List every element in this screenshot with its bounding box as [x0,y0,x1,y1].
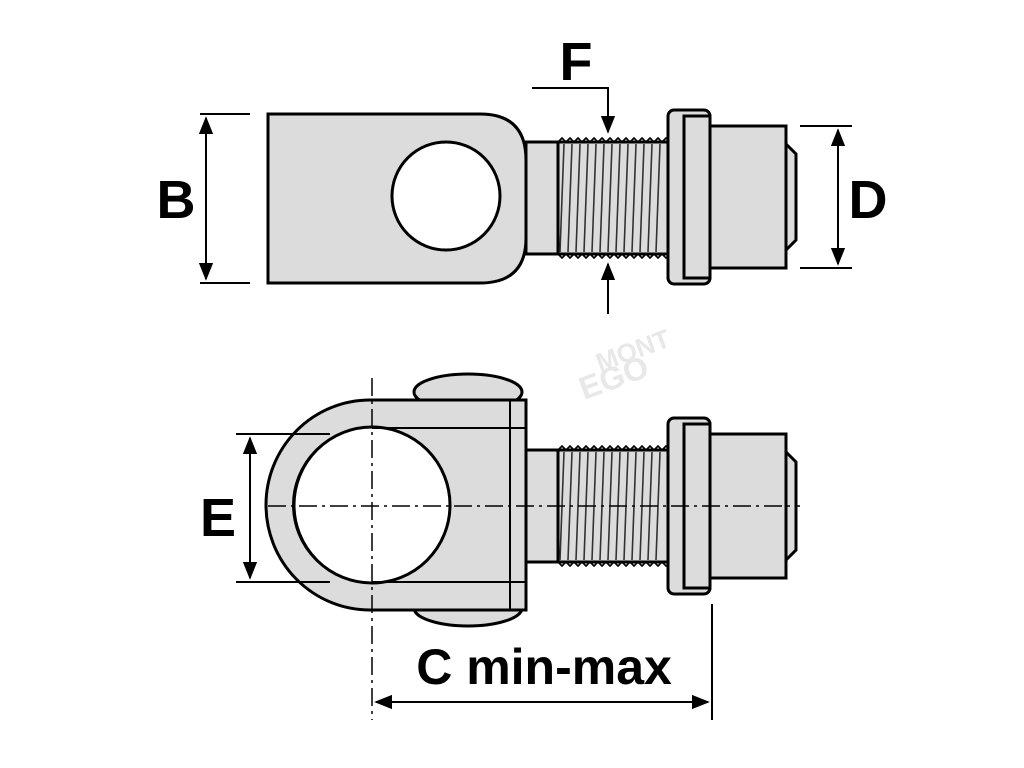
label-f: F [560,32,593,92]
thread-crest-bottom [557,560,671,568]
thread-line [623,143,629,253]
thread-line [655,143,661,253]
label-d: D [849,170,888,230]
top-neck [524,140,560,256]
top-thread-lines [557,136,671,260]
thread-line [575,143,581,253]
label-b: B [157,170,196,230]
thread-crest-bottom [557,252,671,260]
thread-line [567,143,573,253]
thread-line [607,143,613,253]
top-eye-hole [390,140,502,252]
thread-line [639,143,645,253]
thread-line [615,143,621,253]
top-nut-face [682,114,712,280]
label-c: C min-max [416,639,672,695]
thread-line [559,143,565,253]
bottom-bolt-tip [784,448,798,564]
top-bolt-tip [784,140,798,254]
label-e: E [200,488,236,548]
dim-f-arrow-top [532,87,616,134]
thread-line [599,143,605,253]
thread-line [647,143,653,253]
thread-crest-top [557,444,671,452]
top-nut-body [708,124,788,270]
top-view: B D F [157,32,888,314]
thread-line [583,143,589,253]
thread-line [591,143,597,253]
thread-crest-top [557,136,671,144]
watermark: MONT EGO [574,323,674,406]
bottom-view: E C min-max [200,372,800,720]
thread-line [631,143,637,253]
